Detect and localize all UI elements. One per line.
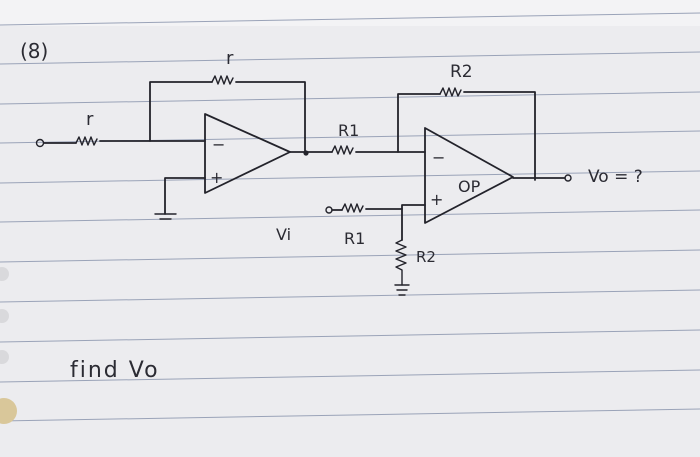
ruled-lines — [0, 12, 700, 422]
ground-symbol-1 — [154, 213, 177, 220]
resistor-r1-bottom — [341, 203, 364, 213]
resistor-r2-top — [439, 87, 462, 97]
opamp-1-minus: − — [212, 135, 225, 154]
vo-label: Vo = ? — [588, 167, 643, 187]
paper-top-strip — [0, 0, 700, 26]
r1-top-label: R1 — [338, 121, 359, 140]
problem-number: (8) — [20, 39, 48, 63]
output-node-dot — [303, 150, 309, 156]
input-resistor-r — [75, 136, 98, 146]
r2-ground-label: R2 — [416, 248, 436, 266]
opamp-2-minus: − — [432, 148, 445, 167]
opamp-1-plus: + — [210, 168, 223, 187]
vi-label: Vi — [276, 225, 291, 244]
opamp-2-name: OP — [458, 177, 481, 196]
feedback-2-right-wire — [463, 91, 536, 181]
ground-symbol-2 — [394, 284, 410, 296]
r1-bottom-to-plus-wire — [365, 204, 426, 210]
feedback-resistor-r — [211, 75, 234, 85]
r1-bottom-label: R1 — [344, 229, 365, 248]
resistor-r2-ground — [395, 239, 407, 286]
binder-holes — [0, 267, 17, 424]
opamp-2 — [424, 127, 514, 224]
r2-top-label: R2 — [450, 62, 473, 82]
input-resistor-label: r — [86, 109, 94, 130]
output-terminal — [564, 174, 572, 182]
opamp-1 — [204, 113, 291, 194]
feedback-resistor-label: r — [226, 48, 234, 69]
feedback-right-wire — [235, 81, 306, 155]
opamp-1-ground-wire — [164, 177, 206, 215]
feedback-2-left-wire — [397, 93, 441, 153]
question-text: find Vo — [70, 358, 160, 383]
feedback-left-wire — [149, 81, 213, 142]
resistor-r1-top — [331, 145, 354, 155]
opamp-2-plus: + — [430, 190, 443, 209]
